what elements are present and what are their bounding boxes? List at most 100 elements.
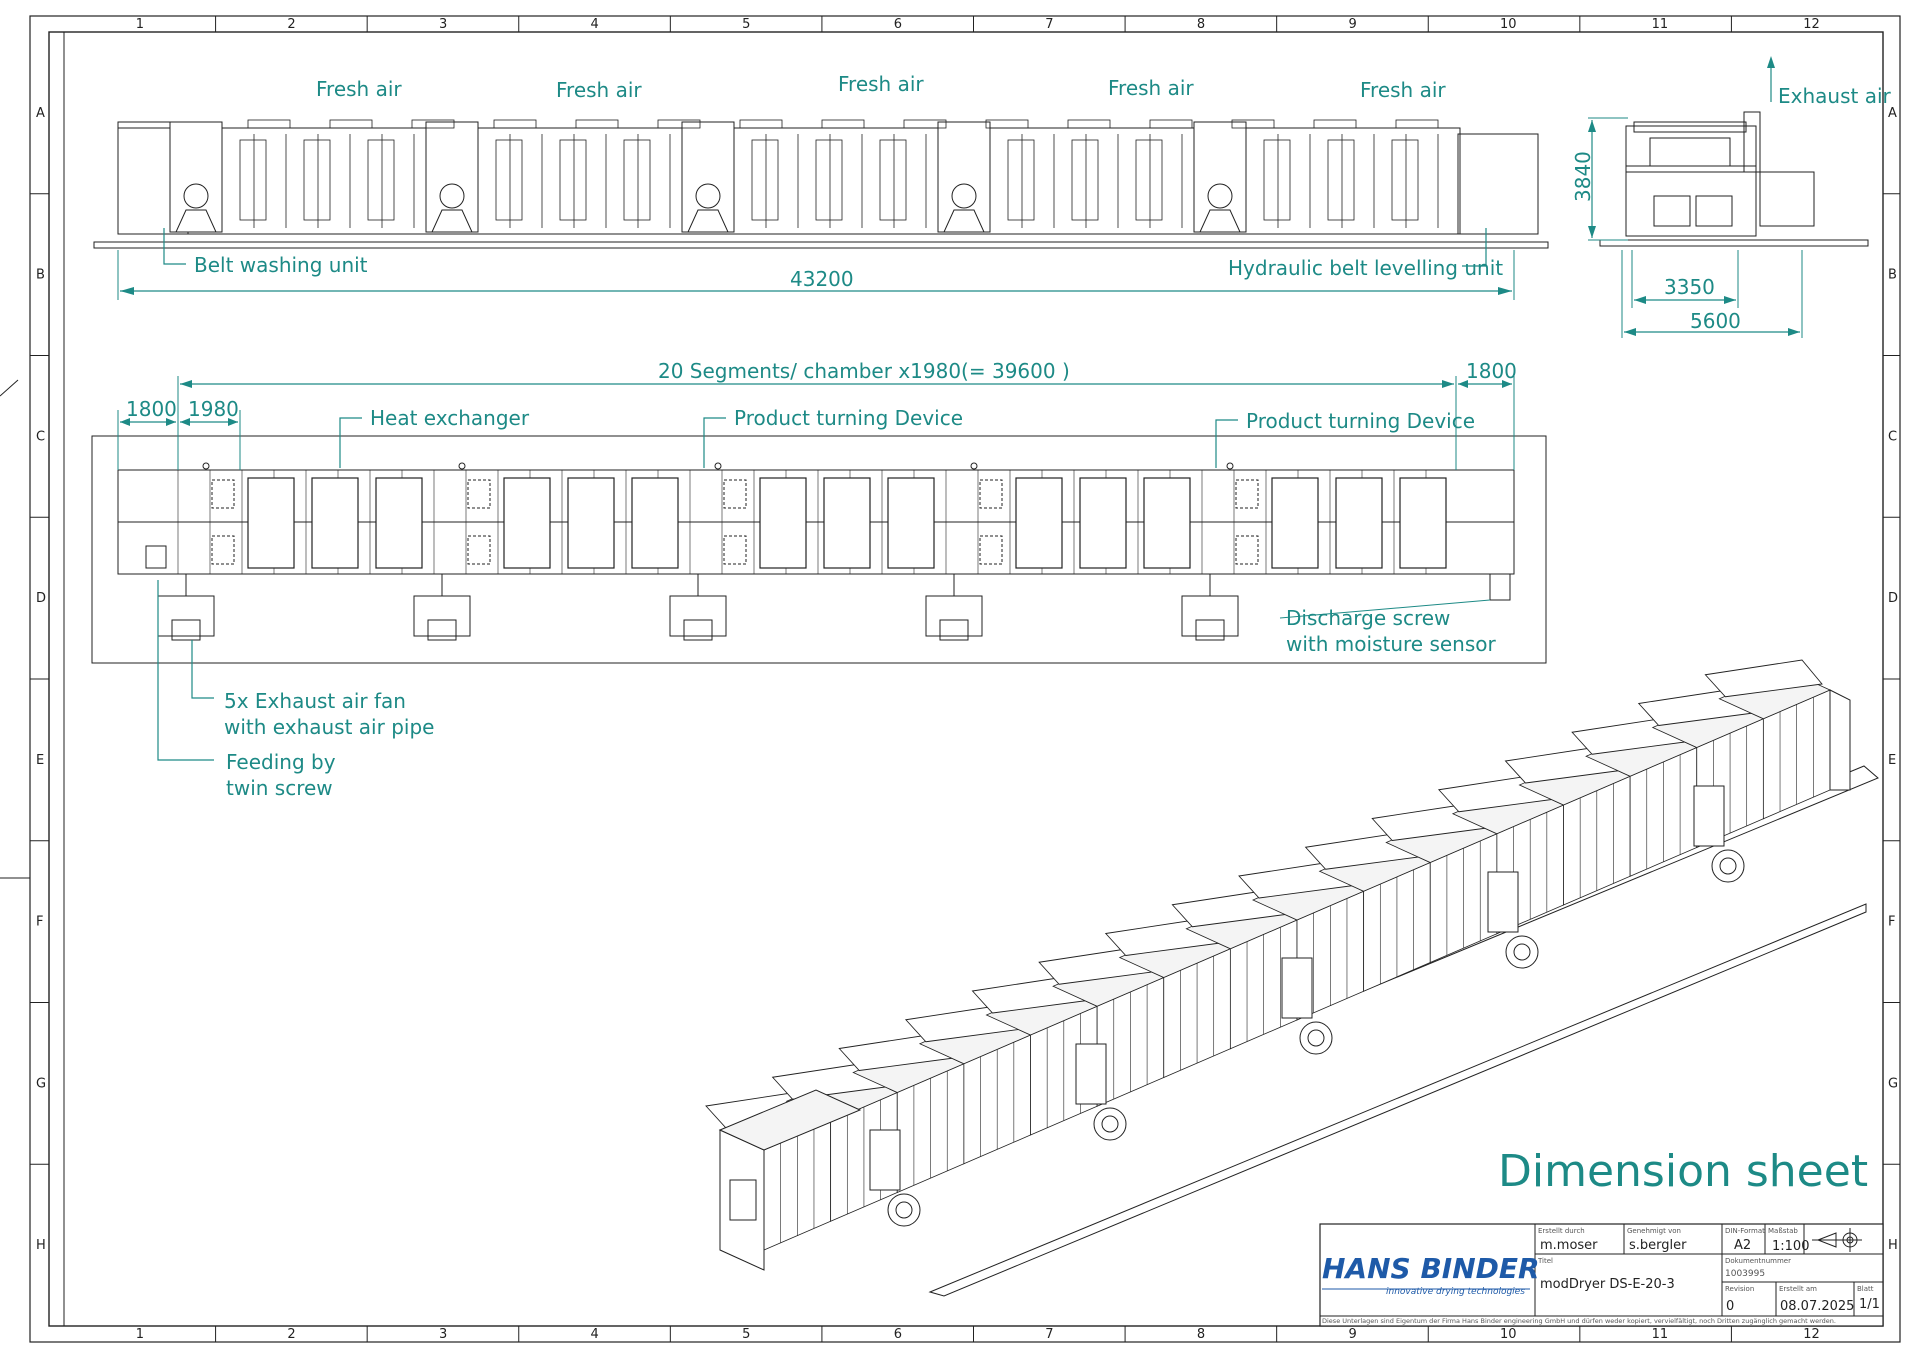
grid-column-label-top: 8 [1197, 17, 1205, 32]
sheet-title: Dimension sheet [1498, 1146, 1868, 1197]
heat-exchanger-panel [311, 477, 359, 569]
created-by-value: m.moser [1540, 1238, 1598, 1253]
grid-column-label-bottom: 5 [742, 1327, 750, 1342]
twin-screw-label: twin screw [226, 776, 333, 800]
iso-fan-icon [1505, 935, 1539, 969]
fan-icon [183, 183, 209, 209]
fresh-air-label-1: Fresh air [316, 77, 402, 101]
sheet-label: Blatt [1857, 1285, 1874, 1293]
grid-row-label-left: E [36, 753, 44, 768]
discharge-screw-label: Discharge screw [1286, 606, 1450, 630]
projection-symbol-icon [1812, 1228, 1862, 1252]
heat-exchanger-panel [1079, 477, 1127, 569]
ownership-notice: Diese Unterlagen sind Eigentum der Firma… [1322, 1317, 1836, 1325]
fan-icon [695, 183, 721, 209]
fresh-air-label-3: Fresh air [838, 72, 924, 96]
side-view [93, 119, 1549, 249]
product-turning-device-icon [1226, 462, 1234, 470]
exhaust-fan-top [1181, 595, 1239, 637]
exhaust-fan-housing [425, 121, 479, 233]
grid-row-label-left: G [36, 1076, 46, 1091]
grid-row-label-right: F [1888, 915, 1895, 930]
company-tagline: innovative drying technologies [1386, 1287, 1525, 1297]
grid-column-label-top: 11 [1652, 17, 1669, 32]
iso-fan-icon [887, 1193, 921, 1227]
top-view [91, 435, 1547, 664]
iso-fan-icon [1299, 1021, 1333, 1055]
segment-width-dimension: 1980 [188, 397, 239, 421]
fresh-air-label-4: Fresh air [1108, 76, 1194, 100]
iso-discharge-end [1829, 689, 1851, 791]
grid-row-label-right: G [1888, 1076, 1898, 1091]
product-turning-device-icon [458, 462, 466, 470]
scale-label: Maßstab [1768, 1227, 1798, 1235]
grid-row-label-left: D [36, 591, 46, 606]
product-turning-device-icon [970, 462, 978, 470]
exhaust-fan-top [413, 595, 471, 637]
heat-exchanger-panel [759, 477, 807, 569]
grid-column-label-top: 5 [742, 17, 750, 32]
end-view-height-dimension: 3840 [1571, 151, 1595, 202]
company-logo: HANS BINDER [1322, 1252, 1540, 1285]
revision-label: Revision [1725, 1285, 1754, 1293]
product-turning-device-label-1: Product turning Device [734, 406, 963, 430]
grid-column-label-top: 3 [439, 17, 447, 32]
heat-exchanger-panel [1335, 477, 1383, 569]
grid-column-label-bottom: 4 [591, 1327, 599, 1342]
grid-column-label-top: 9 [1348, 17, 1356, 32]
revision-value: 0 [1726, 1299, 1734, 1314]
grid-column-label-top: 1 [136, 17, 144, 32]
approved-by-label: Genehmigt von [1627, 1227, 1681, 1235]
fresh-air-label-2: Fresh air [556, 78, 642, 102]
end-view-outer-width-dimension: 5600 [1690, 309, 1741, 333]
scale-value: 1:100 [1772, 1239, 1809, 1254]
format-value: A2 [1734, 1238, 1751, 1253]
exhaust-fan-housing [681, 121, 735, 233]
heat-exchanger-panel [503, 477, 551, 569]
grid-column-label-top: 4 [591, 17, 599, 32]
heat-exchanger-label: Heat exchanger [370, 406, 530, 430]
format-label: DIN-Format [1725, 1227, 1765, 1235]
grid-column-label-bottom: 11 [1652, 1327, 1669, 1342]
created-by-label: Erstellt durch [1538, 1227, 1585, 1235]
product-turning-device-icon [714, 462, 722, 470]
grid-row-label-left: H [36, 1238, 46, 1253]
moisture-sensor-label: with moisture sensor [1286, 632, 1497, 656]
belt-washing-unit-label: Belt washing unit [194, 253, 368, 277]
grid-column-label-bottom: 12 [1803, 1327, 1820, 1342]
grid-row-label-right: A [1888, 106, 1897, 121]
exhaust-fan-housing [1193, 121, 1247, 233]
product-turning-device-label-2: Product turning Device [1246, 409, 1475, 433]
heat-exchanger-panel [1015, 477, 1063, 569]
end-view-annotations: Exhaust air 3840 3350 5600 [1571, 56, 1892, 338]
iso-fan-icon [1711, 849, 1745, 883]
hydraulic-belt-levelling-label: Hydraulic belt levelling unit [1228, 256, 1503, 280]
grid-column-label-top: 10 [1500, 17, 1517, 32]
iso-feed-end [719, 1129, 765, 1271]
grid-column-label-bottom: 8 [1197, 1327, 1205, 1342]
grid-column-label-top: 12 [1803, 17, 1820, 32]
doc-number-value: 1003995 [1725, 1269, 1765, 1279]
fan-icon [439, 183, 465, 209]
exhaust-pipe-label: with exhaust air pipe [224, 715, 434, 739]
fan-icon [1207, 183, 1233, 209]
grid-row-label-left: C [36, 429, 45, 444]
iso-exhaust-stack [1693, 785, 1725, 847]
grid-column-label-bottom: 2 [287, 1327, 295, 1342]
left-end-dimension: 1800 [126, 397, 177, 421]
exhaust-fan-housing [937, 121, 991, 233]
heat-exchanger-panel [823, 477, 871, 569]
exhaust-fan-top [669, 595, 727, 637]
grid-column-label-bottom: 6 [894, 1327, 902, 1342]
heat-exchanger-panel [375, 477, 423, 569]
grid-column-label-top: 6 [894, 17, 902, 32]
title-label: Titel [1537, 1257, 1553, 1265]
exhaust-fan-label: 5x Exhaust air fan [224, 689, 406, 713]
iso-exhaust-stack [869, 1129, 901, 1191]
overall-length-dimension: 43200 [790, 267, 854, 291]
grid-row-label-left: F [36, 915, 43, 930]
